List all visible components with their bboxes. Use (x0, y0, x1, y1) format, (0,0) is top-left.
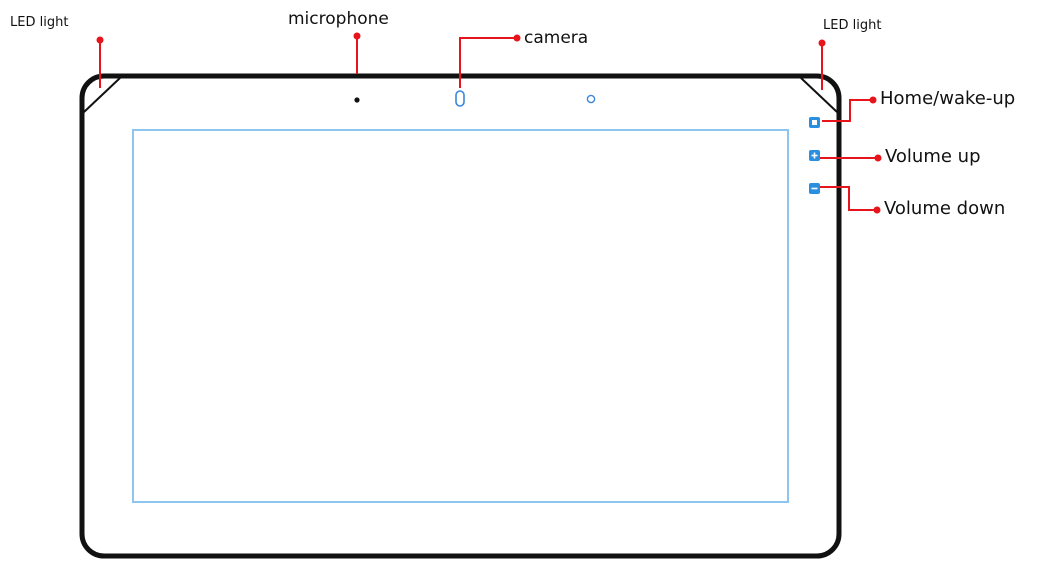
home-button-icon[interactable] (809, 117, 820, 128)
tablet-body-outline (79, 73, 842, 559)
label-home-wakeup: Home/wake-up (880, 88, 1016, 109)
label-microphone: microphone (288, 9, 389, 29)
led-light-right-marker (800, 77, 838, 113)
callout-volume-down (820, 186, 881, 214)
label-led-light-right: LED light (823, 18, 882, 33)
light-sensor-icon (586, 94, 596, 104)
callout-led-light-right (818, 39, 826, 90)
microphone-hole-icon (354, 97, 360, 103)
label-volume-up: Volume up (885, 146, 981, 167)
camera-lens-icon (455, 90, 465, 107)
label-volume-down: Volume down (884, 198, 1006, 219)
callout-microphone (353, 32, 361, 74)
callout-home-wakeup (822, 96, 877, 122)
label-led-light-left: LED light (10, 15, 69, 30)
callout-volume-up (820, 154, 882, 162)
minus-button-icon[interactable] (809, 183, 820, 194)
label-camera: camera (524, 28, 589, 48)
callout-led-light-left (96, 36, 104, 88)
screen-area (132, 129, 789, 503)
plus-button-icon[interactable] (809, 150, 820, 161)
led-light-left-marker (83, 77, 121, 113)
callout-camera (459, 34, 521, 88)
